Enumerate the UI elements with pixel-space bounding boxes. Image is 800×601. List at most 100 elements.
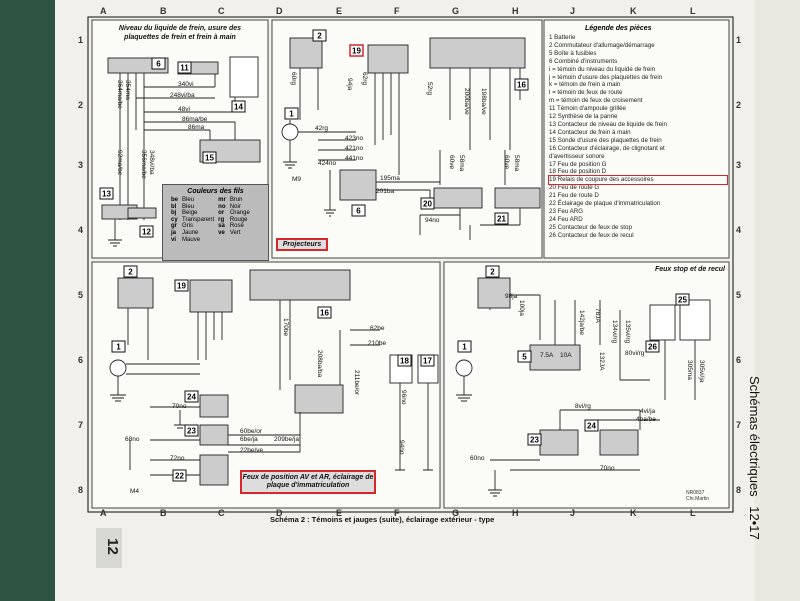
component-number: 6 <box>356 207 361 216</box>
component-number-box <box>284 107 299 120</box>
component-number-box <box>351 204 366 217</box>
wire-label: 70no <box>172 403 187 410</box>
wire-label: 62rg <box>361 72 368 85</box>
component-number: 2 <box>317 32 322 41</box>
wire-color-cell: Bleu <box>182 197 195 203</box>
grid-col-label: K <box>630 508 637 518</box>
wire-label: 6be/ja <box>240 436 258 443</box>
wire-label: 60ve <box>448 155 455 169</box>
wire-label: 42rg <box>315 125 328 132</box>
grid-row-label: 3 <box>78 160 84 170</box>
component-number: 19 <box>177 282 186 291</box>
grid-row-label: 8 <box>78 485 84 495</box>
page-spine <box>755 0 800 601</box>
wire-color-cell: Mauve <box>182 236 201 243</box>
grid-col-label: J <box>570 6 576 16</box>
grid-col-label: H <box>512 6 519 16</box>
wire-label: 52rg <box>426 82 433 95</box>
wire-label: 48vi <box>178 106 190 113</box>
corner-note-author: Chr.Martin <box>686 496 710 502</box>
grid-row-label: 4 <box>736 225 742 235</box>
legend-item: 15 Sonde d'usure des plaquettes de frein <box>549 136 662 144</box>
corner-note: NR0837 Chr.Martin <box>686 490 709 502</box>
wire-label: 92ma/be <box>116 150 123 176</box>
wire-label: 134vi/rg <box>611 320 618 344</box>
grid-row-label: 6 <box>736 355 742 365</box>
wire-label: 86ma/be <box>182 116 208 123</box>
component-number-box <box>111 340 126 353</box>
wire-color-cell: bl <box>171 203 177 210</box>
legend-item: k = témoin de frein à main <box>549 81 621 89</box>
grid-col-label: B <box>160 508 167 518</box>
component-number: 16 <box>320 309 329 318</box>
wire-label: 200ba/ve <box>463 88 470 115</box>
component-number: 17 <box>423 357 432 366</box>
wire-label: 7.5A <box>540 352 554 359</box>
wire-label: 94ja <box>346 78 353 91</box>
component-number-box <box>312 29 327 42</box>
legend-item: 22 Éclairage de plaque d'immatriculation <box>549 200 661 208</box>
component-number: 11 <box>180 64 189 73</box>
wire-label: 60no <box>470 455 485 462</box>
legend-item: 13 Contacteur de niveau de liquide de fr… <box>549 120 667 128</box>
component-number: 16 <box>517 81 526 90</box>
wire-color-cell: bj <box>171 210 177 217</box>
wire-color-cell: Rose <box>229 223 244 230</box>
wire-label: 209be/ja <box>274 436 299 443</box>
wire-label: 4ba/be <box>636 416 656 423</box>
grid-col-label: D <box>276 508 283 518</box>
component-number: 24 <box>187 393 196 402</box>
component-number: 18 <box>400 357 409 366</box>
grid-col-label: C <box>218 508 225 518</box>
wire-label: 60ve <box>503 155 510 169</box>
component-number-box <box>123 265 138 278</box>
wire-label: 201ba <box>376 188 394 195</box>
component-number: 22 <box>175 472 184 481</box>
wire-label: 58ma <box>513 155 520 172</box>
legend-item: j = témoin d'usure des plaquettes de fre… <box>549 73 663 81</box>
legend-item: 18 Feu de position D <box>549 168 607 176</box>
legend-item: m = témoin de feux de croisement <box>549 97 643 105</box>
wire-color-cell: Noir <box>229 203 241 210</box>
wire-label: 78JA <box>594 308 601 323</box>
component-number-box <box>349 44 364 57</box>
wire-colors-title: Couleurs des fils <box>187 188 244 195</box>
wire-label: 424no <box>318 160 336 167</box>
wire-label: 423no <box>345 135 363 142</box>
component-number-box <box>517 350 532 363</box>
component-number: 1 <box>116 343 121 352</box>
wire-label: 198ba/ve <box>480 88 487 115</box>
panel-legend <box>543 19 730 259</box>
wire-label: 211be/or <box>353 370 360 396</box>
component-number: 5 <box>522 353 527 362</box>
wire-color-cell: Transparent <box>182 216 215 223</box>
legend-item: 25 Contacteur de feux de stop <box>549 223 632 231</box>
legend-item: 1 Batterie <box>549 34 576 41</box>
wire-label: 86ma <box>188 124 205 131</box>
wire-label: 356ma/be <box>140 150 147 179</box>
component-number-box <box>514 78 529 91</box>
grid-col-label: F <box>394 508 400 518</box>
legend-item: 11 Témoin d'ampoule grillée <box>549 105 626 113</box>
component-number: 19 <box>352 47 361 56</box>
component-number: 2 <box>128 268 133 277</box>
component-number: 14 <box>234 103 243 112</box>
legend-item: 19 Relais de coupure des accessoires <box>548 175 728 186</box>
wire-label: 98ja <box>505 293 518 300</box>
wire-color-cell: ja <box>171 229 177 236</box>
grid-col-label: G <box>452 508 460 518</box>
legend-item: 20 Feu de route G <box>549 184 600 192</box>
component-number-box <box>485 265 500 278</box>
wire-color-cell: Rouge <box>229 216 248 223</box>
grid-col-label: J <box>570 508 576 518</box>
grid-row-label: 3 <box>736 160 742 170</box>
component-number-box <box>174 279 189 292</box>
page-number-box <box>96 528 122 568</box>
wire-label: 10A <box>560 352 572 359</box>
wire-label: 94no <box>398 440 405 455</box>
